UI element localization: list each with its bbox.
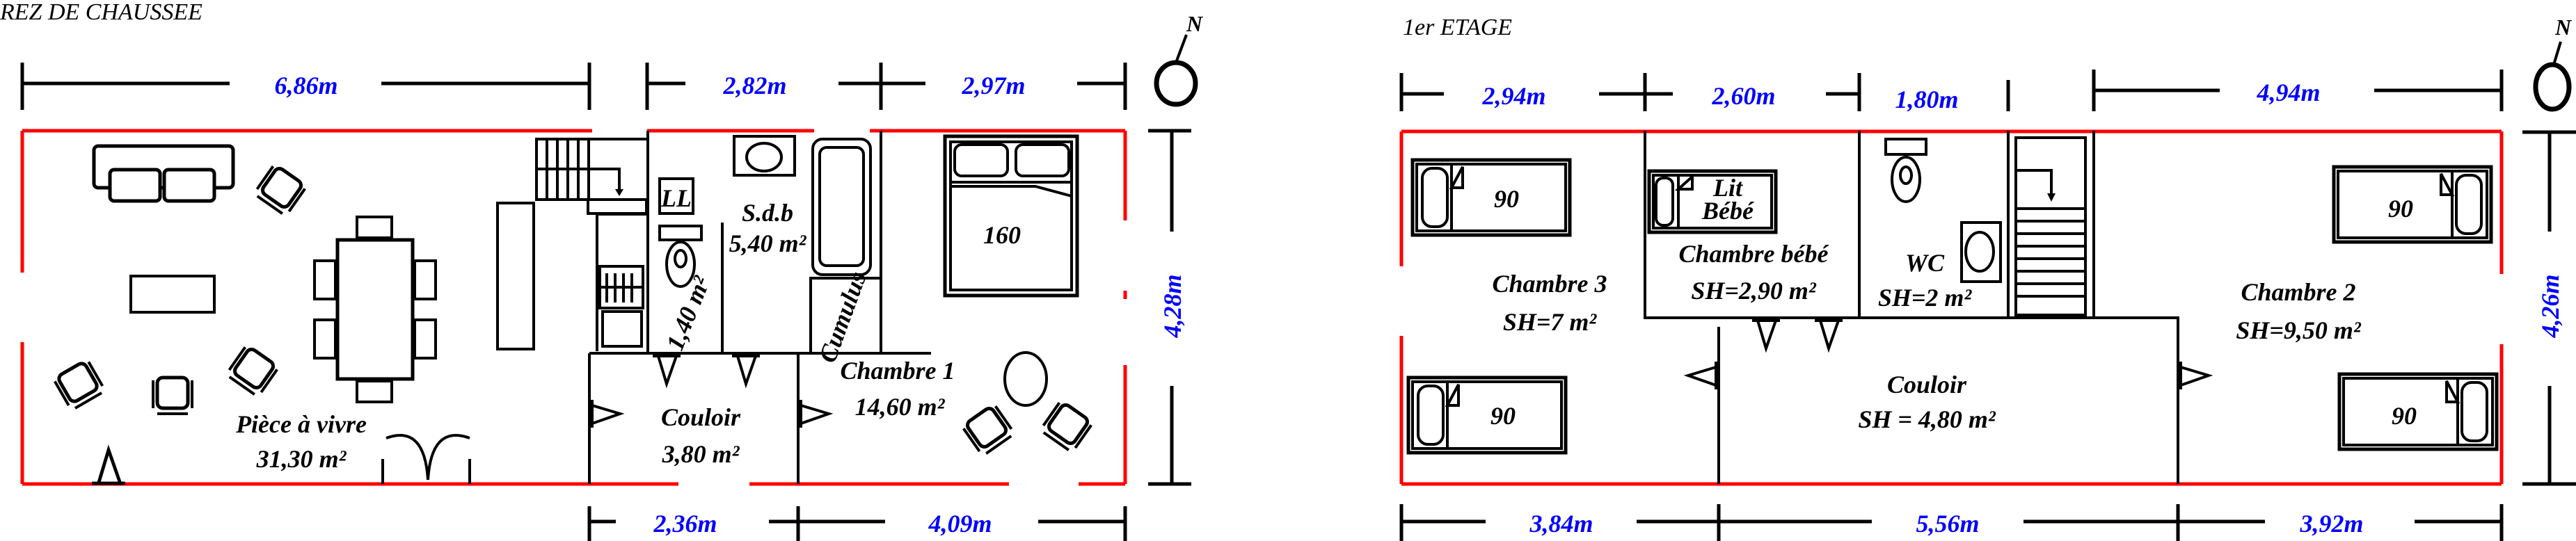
- bathroom-area: 5,40 m²: [729, 229, 807, 257]
- bedroom3-name: Chambre 3: [1492, 270, 1607, 298]
- first-floor-title: 1er ETAGE: [1403, 15, 1512, 40]
- interior-walls: [1644, 131, 2179, 484]
- interior-walls: [588, 131, 931, 484]
- round-table-icon: [1003, 351, 1048, 407]
- living-room-area: 31,30 m²: [256, 445, 347, 473]
- north-arrow-icon: N: [2533, 15, 2573, 112]
- toilet-icon: [1884, 138, 1927, 203]
- bedroom3-area: SH=7 m²: [1503, 308, 1598, 336]
- corridor-area: SH = 4,80 m²: [1858, 405, 1996, 433]
- dimension-label: 3,92m: [2299, 510, 2363, 538]
- bed-size-label: 90: [1494, 185, 1519, 213]
- dimension-line-top: 6,86m 2,82m 2,97m: [20, 63, 1127, 110]
- baby-room-name: Chambre bébé: [1679, 240, 1829, 268]
- door-icon: [1687, 360, 1717, 391]
- staircase-icon: [535, 138, 649, 215]
- sofa-icon: [92, 144, 235, 203]
- armchair-icon: [54, 360, 105, 410]
- dimension-line-bottom: 3,84m 5,56m 3,92m: [1399, 504, 2504, 541]
- north-label: N: [1186, 11, 1204, 36]
- armchair-icon: [1040, 401, 1093, 453]
- ground-floor-plan: REZ DE CHAUSSEE N 6,86m 2,82m 2,97m 2,36…: [0, 0, 1204, 541]
- dimension-label: 6,86m: [274, 72, 337, 99]
- baby-room-area: SH=2,90 m²: [1691, 277, 1817, 305]
- armchair-icon: [962, 404, 1015, 456]
- sink-icon: [733, 135, 796, 177]
- water-heater-box: [809, 277, 882, 355]
- dimension-label: 4,94m: [2256, 79, 2320, 106]
- wc-area: 1,40 m²: [661, 272, 716, 355]
- exterior-walls: [1399, 129, 2504, 486]
- wc-name: WC: [1905, 249, 1945, 277]
- living-room-name: Pièce à vivre: [235, 410, 367, 438]
- cabinet-icon: [496, 202, 535, 350]
- door-icon: [1813, 319, 1844, 350]
- first-floor-plan: 1er ETAGE N 2,94m 2,60m 1,80m 4,94m 3,84…: [1399, 15, 2576, 541]
- dimension-line-height: 4,28m: [1148, 129, 1191, 486]
- armchair-icon: [226, 345, 279, 397]
- north-label: N: [2554, 15, 2573, 40]
- door-icon: [1751, 319, 1781, 350]
- double-door-icon: [381, 434, 471, 484]
- dimension-label: 4,09m: [928, 510, 992, 538]
- dimension-label: 2,36m: [653, 510, 717, 538]
- laundry-label: LL: [660, 184, 692, 212]
- dimension-line-bottom: 2,36m 4,09m: [587, 506, 1127, 541]
- sink-icon: [1960, 221, 2002, 283]
- double-bed-icon: [943, 134, 1079, 298]
- door-icon: [591, 398, 621, 429]
- bathroom-name: S.d.b: [742, 199, 793, 227]
- dimension-label: 2,82m: [722, 72, 786, 99]
- dimension-label: 1,80m: [1895, 86, 1958, 113]
- toilet-icon: [658, 225, 703, 288]
- dimension-line-height: 4,26m: [2522, 130, 2576, 486]
- bedroom1-name: Chambre 1: [840, 357, 955, 385]
- bedroom2-area: SH=9,50 m²: [2236, 316, 2362, 344]
- dimension-label: 5,56m: [1916, 510, 1979, 538]
- north-arrow-icon: N: [1154, 11, 1204, 107]
- single-bed-icon: [1413, 160, 1570, 235]
- dining-table-icon: [313, 216, 437, 403]
- single-bed-icon: [1408, 378, 1566, 453]
- bed-size-label: 90: [2388, 195, 2413, 223]
- bed-size-label: 90: [1490, 402, 1516, 430]
- door-icon: [651, 355, 682, 385]
- door-icon: [800, 398, 830, 429]
- staircase-icon: [2014, 136, 2087, 316]
- exterior-walls: [20, 129, 1127, 486]
- crib-label-line1: Lit: [1712, 174, 1743, 202]
- wc-area: SH=2 m²: [1878, 284, 1973, 312]
- door-icon: [92, 450, 125, 483]
- water-heater-label: Cumulus: [813, 268, 872, 366]
- crib-label-line2: Bébé: [1701, 197, 1754, 225]
- bed-size-label: 90: [2392, 402, 2417, 430]
- ground-floor-title: REZ DE CHAUSSEE: [0, 0, 202, 25]
- dimension-label: 4,28m: [1159, 274, 1186, 338]
- door-icon: [731, 355, 761, 385]
- armchair-icon: [254, 164, 307, 216]
- dimension-line-top: 2,94m 2,60m 1,80m 4,94m: [1399, 70, 2504, 113]
- bedroom1-area: 14,60 m²: [855, 393, 946, 421]
- laundry-box: [658, 177, 694, 215]
- corridor-name: Couloir: [1887, 371, 1967, 398]
- dimension-label: 2,60m: [1711, 82, 1775, 110]
- bed-size-label: 160: [983, 221, 1021, 249]
- bedroom2-name: Chambre 2: [2241, 278, 2355, 306]
- single-bed-icon: [2339, 374, 2497, 449]
- armchair-icon: [153, 378, 192, 414]
- stove-icon: [598, 265, 644, 348]
- dimension-label: 2,94m: [1481, 82, 1545, 110]
- bathtub-icon: [811, 138, 872, 276]
- door-icon: [2179, 360, 2210, 391]
- coffee-table-icon: [129, 275, 216, 314]
- corridor-area: 3,80 m²: [662, 440, 740, 468]
- dimension-label: 3,84m: [1529, 510, 1593, 538]
- crib-icon: [1647, 169, 1778, 234]
- dimension-label: 4,26m: [2536, 274, 2564, 338]
- dimension-label: 2,97m: [961, 72, 1025, 99]
- corridor-name: Couloir: [661, 403, 741, 431]
